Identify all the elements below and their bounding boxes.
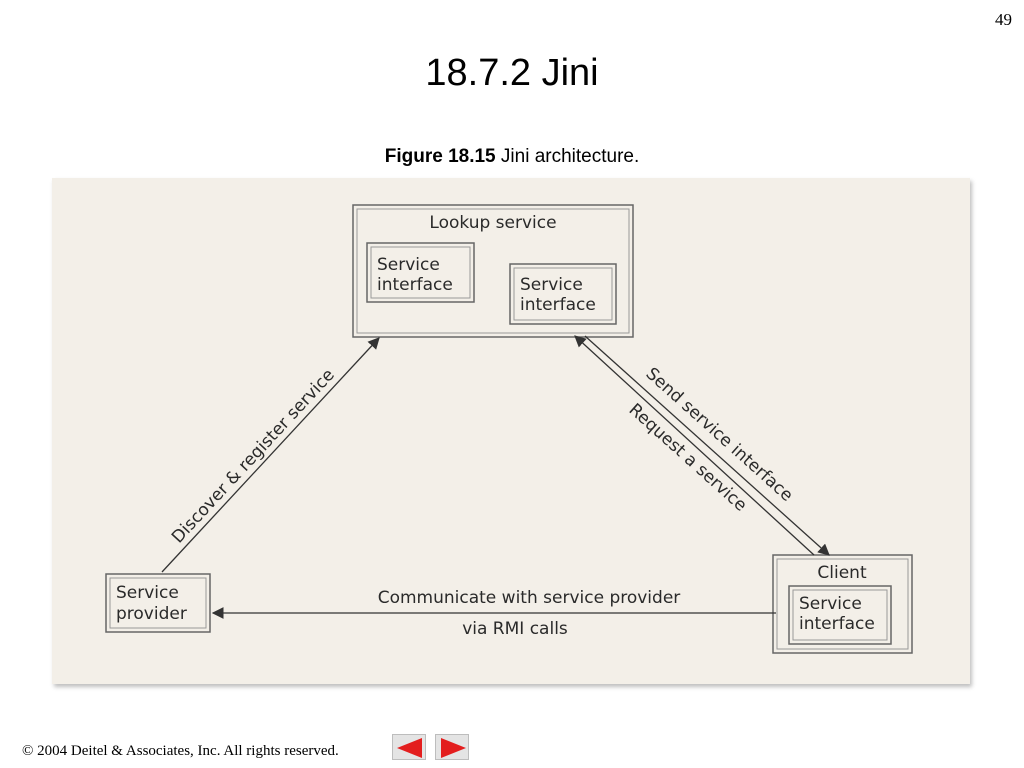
copyright-footer: © 2004 Deitel & Associates, Inc. All rig… (22, 743, 339, 760)
figure-caption: Figure 18.15 Jini architecture. (0, 146, 1024, 168)
client-interface-line2: interface (799, 614, 875, 634)
lookup-interface-2-line1: Service (520, 275, 583, 295)
copyright-text: 2004 Deitel & Associates, Inc. All right… (33, 743, 339, 759)
lookup-service-label: Lookup service (429, 213, 556, 233)
slide-title: 18.7.2 Jini (425, 52, 599, 94)
lookup-service-node: Lookup service Service interface Service… (352, 204, 634, 338)
lookup-interface-1-line1: Service (377, 255, 440, 275)
right-arrow-icon (441, 738, 466, 758)
diagram-canvas: Lookup service Service interface Service… (105, 204, 913, 654)
client-node: Client Service interface (772, 554, 913, 654)
request-service-edge: Request a service (574, 335, 815, 556)
previous-slide-button[interactable] (392, 734, 426, 760)
send-interface-edge: Send service interface (584, 335, 830, 556)
figure-caption-text: Jini architecture. (500, 146, 640, 167)
lookup-interface-1: Service interface (366, 242, 475, 303)
lookup-interface-2-line2: interface (520, 295, 596, 315)
service-provider-line2: provider (116, 604, 187, 624)
communicate-label-line2: via RMI calls (462, 619, 568, 639)
left-arrow-icon (397, 738, 422, 758)
copyright-symbol: © (22, 743, 34, 759)
service-provider-node: Service provider (105, 573, 211, 633)
client-label: Client (817, 563, 867, 583)
lookup-interface-2: Service interface (509, 263, 617, 325)
communicate-label-line1: Communicate with service provider (378, 588, 681, 608)
client-interface-line1: Service (799, 594, 862, 614)
lookup-interface-1-line2: interface (377, 275, 453, 295)
discover-register-edge: Discover & register service (161, 337, 380, 573)
jini-architecture-diagram: Lookup service Service interface Service… (52, 178, 970, 684)
discover-register-label: Discover & register service (168, 365, 339, 547)
next-slide-button[interactable] (435, 734, 469, 760)
communicate-edge: Communicate with service provider via RM… (211, 588, 776, 639)
figure-label: Figure 18.15 (384, 146, 496, 167)
service-provider-line1: Service (116, 583, 179, 603)
page-number: 49 (995, 10, 1012, 29)
